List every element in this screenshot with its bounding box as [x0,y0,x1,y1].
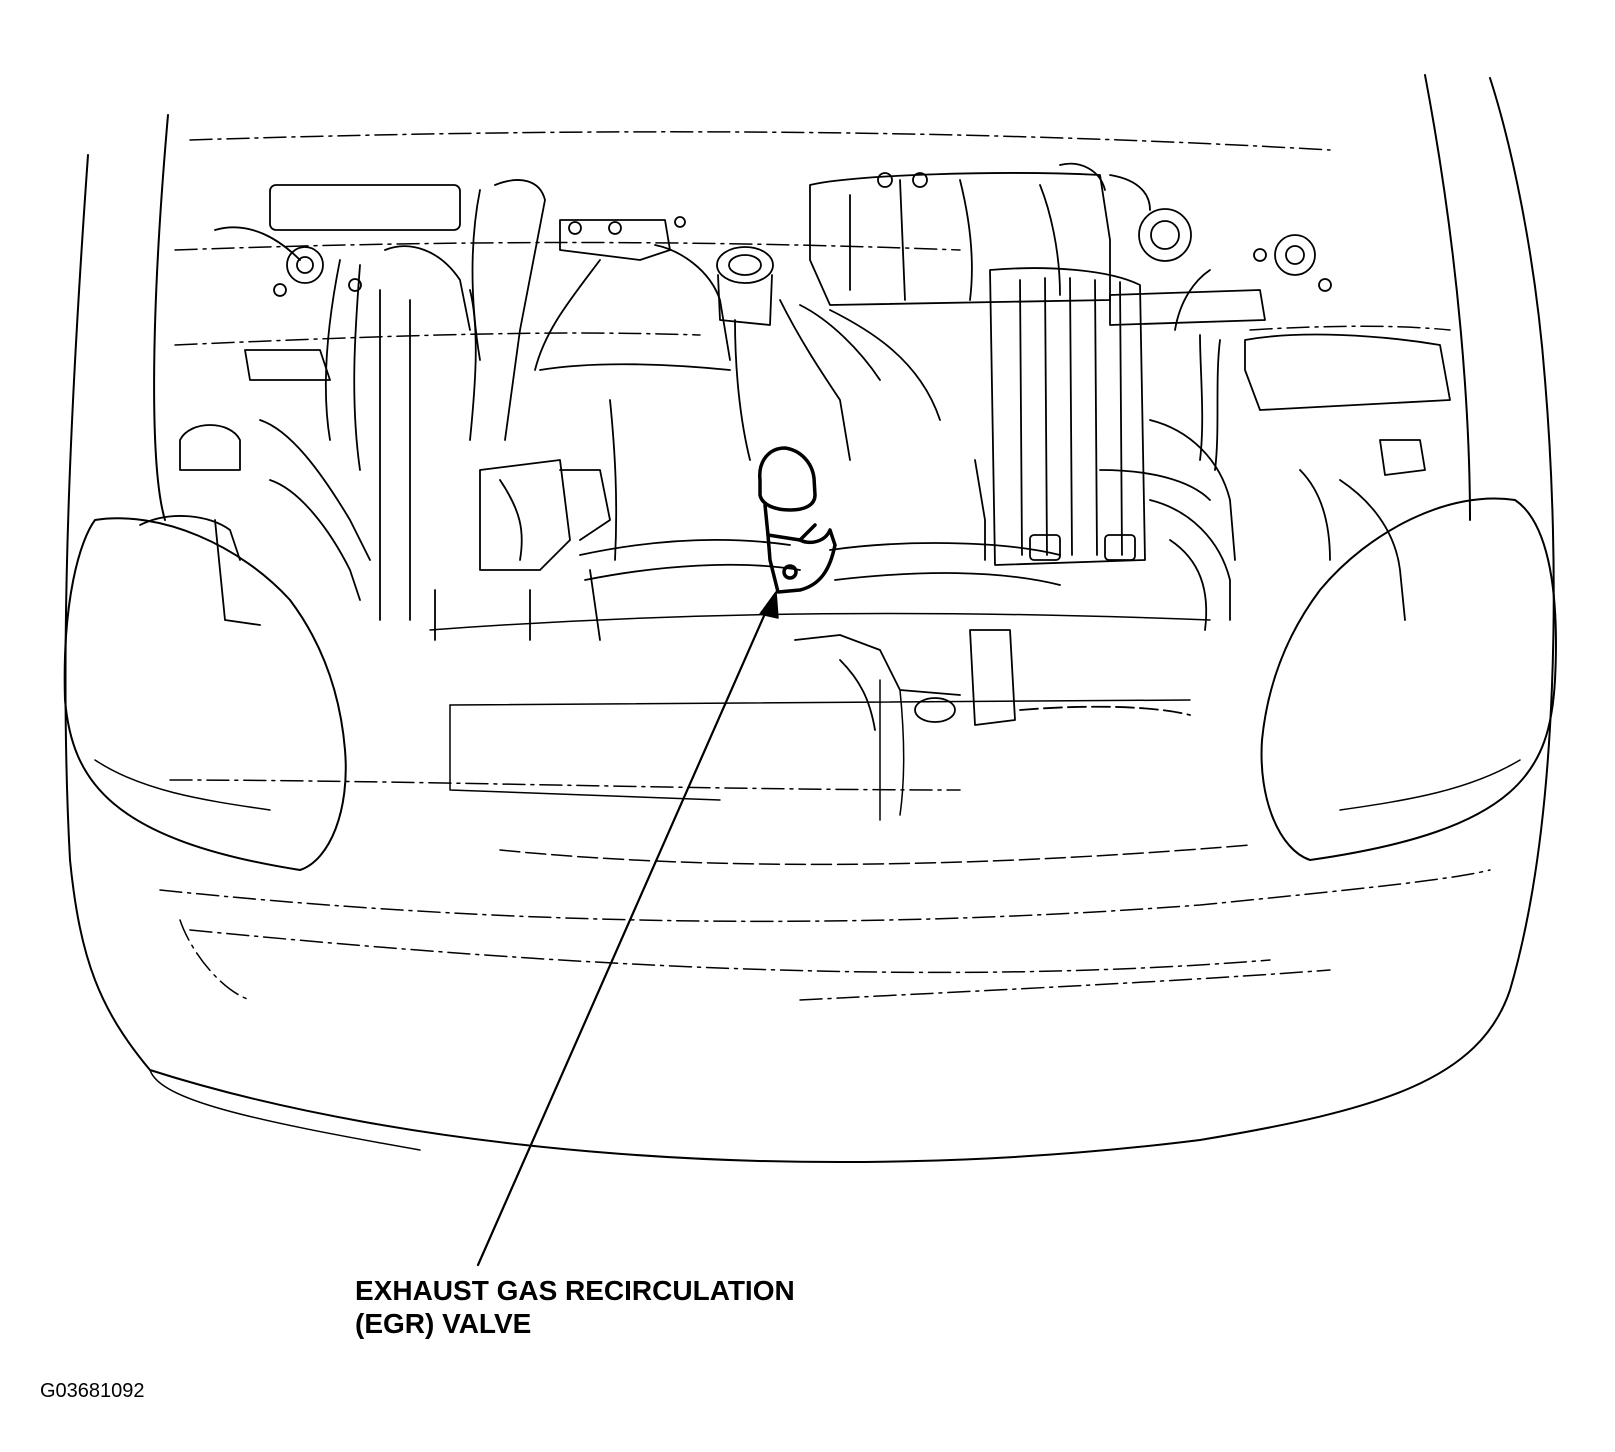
radiator-support [429,612,1251,866]
callout-leader-arrow [476,591,779,1267]
vehicle-body-outline [64,74,1555,1164]
callout-line-2: (EGR) VALVE [355,1308,532,1339]
left-components [139,184,477,641]
egr-valve [758,446,837,594]
figure-id: G03681092 [40,1380,145,1402]
right-headlight [1260,497,1557,861]
intake-plenum [974,267,1146,566]
oil-filler-cap [716,246,774,461]
engine-block-right [779,162,1151,461]
engine-block-left [471,179,731,641]
right-components [1099,208,1451,621]
left-headlight [63,517,347,871]
egr-valve-callout: EXHAUST GAS RECIRCULATION (EGR) VALVE [355,1274,795,1340]
callout-line-1: EXHAUST GAS RECIRCULATION [355,1275,795,1306]
engine-bay-dashed-lines [159,131,1491,1001]
front-hoses [579,499,1231,731]
